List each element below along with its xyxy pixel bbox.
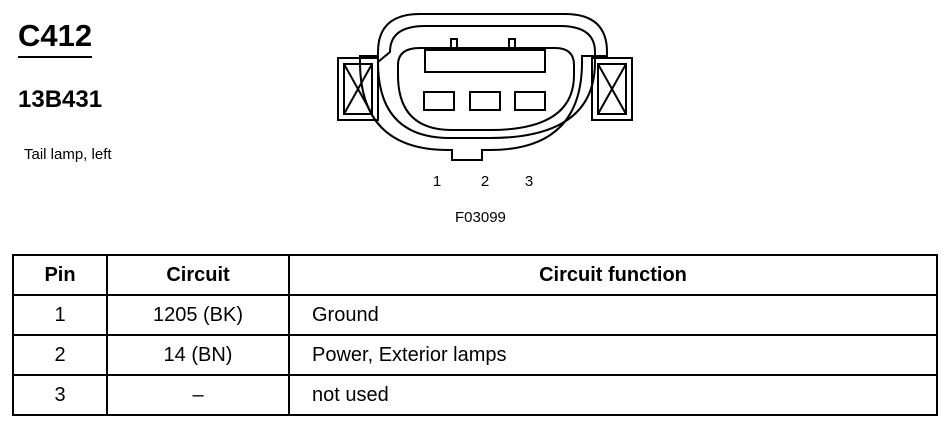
cell-pin: 2 — [12, 334, 108, 376]
header-pin: Pin — [12, 254, 108, 296]
pin-label-1: 1 — [433, 173, 441, 190]
key-tab-right — [508, 38, 516, 50]
key-tab-left — [450, 38, 458, 50]
part-number: 13B431 — [18, 86, 103, 113]
pin-cavity-3 — [514, 91, 546, 111]
connector-description: Tail lamp, left — [24, 146, 112, 163]
pin-cavity-1 — [423, 91, 455, 111]
cell-circuit: 14 (BN) — [106, 334, 290, 376]
connector-face-diagram: 1 2 3 — [337, 13, 633, 190]
cell-pin: 1 — [12, 294, 108, 336]
pin-cavity-2 — [469, 91, 501, 111]
latch-right — [591, 57, 633, 121]
table-header-row: Pin Circuit Circuit function — [12, 254, 938, 296]
pin-label-2: 2 — [481, 173, 489, 190]
cell-circuit: – — [106, 374, 290, 416]
polarization-key — [424, 49, 546, 73]
cell-pin: 3 — [12, 374, 108, 416]
cell-function: Power, Exterior lamps — [288, 334, 938, 376]
cell-function: not used — [288, 374, 938, 416]
table-row: 3 – not used — [12, 374, 938, 416]
connector-housing-outer — [359, 13, 608, 161]
header-circuit-function: Circuit function — [288, 254, 938, 296]
pin-cavity-face — [397, 47, 575, 131]
connector-housing-inner — [376, 25, 596, 139]
pin-label-3: 3 — [525, 173, 533, 190]
connector-id: C412 — [18, 18, 93, 58]
table-row: 2 14 (BN) Power, Exterior lamps — [12, 334, 938, 376]
figure-id: F03099 — [455, 209, 506, 226]
pinout-table: Pin Circuit Circuit function 1 1205 (BK)… — [12, 254, 938, 416]
latch-left — [337, 57, 379, 121]
table-row: 1 1205 (BK) Ground — [12, 294, 938, 336]
cell-circuit: 1205 (BK) — [106, 294, 290, 336]
cell-function: Ground — [288, 294, 938, 336]
header-circuit: Circuit — [106, 254, 290, 296]
